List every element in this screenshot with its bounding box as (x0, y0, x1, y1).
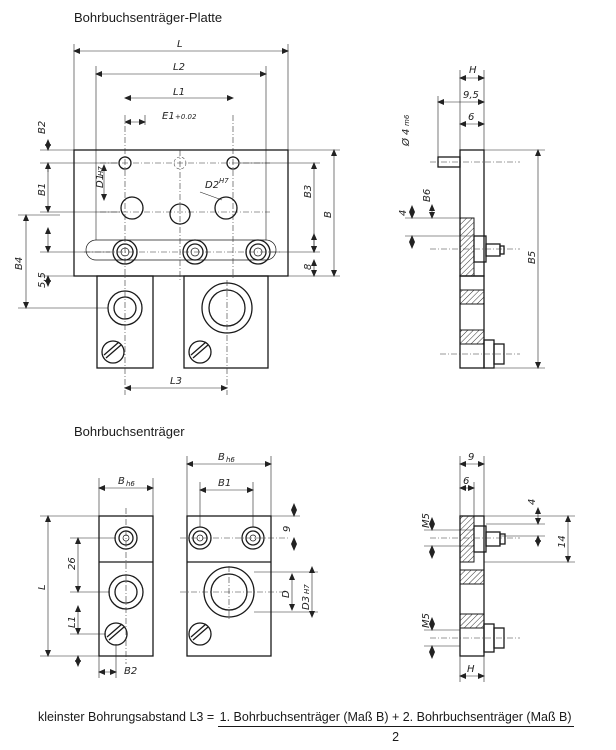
dim-D1-tolerance: H7 (97, 166, 105, 176)
plate-side-view (405, 70, 545, 369)
dim-L1-carrier: L1 (67, 616, 78, 628)
dim-B3: B3 (303, 185, 314, 198)
dim-E1-tolerance: +0.02 (175, 113, 197, 121)
carrier-heading: Bohrbuchsenträger (74, 424, 185, 439)
formula-fraction: 1. Bohrbuchsenträger (Maß B) + 2. Bohrbu… (217, 710, 574, 744)
carrier-front-view-small (40, 478, 154, 678)
dim-B5: B5 (527, 251, 538, 264)
dim-H-plate: H (469, 65, 477, 76)
d1-hole-right (226, 156, 240, 170)
carrier-side-view (424, 456, 575, 682)
dim-B2-carrier: B2 (124, 666, 137, 677)
dim-L-carrier: L (37, 584, 48, 590)
dim-E1: E1 (162, 111, 175, 122)
dim-Bh6-small-sub: h6 (126, 480, 135, 488)
dim-B6: B6 (422, 189, 433, 202)
technical-drawing: L L2 L1 E1 +0.02 L3 B2 B1 B4 5,5 D1 H7 D… (14, 39, 575, 682)
dim-D3: D3 (301, 596, 312, 610)
dim-M5-bottom: M5 (421, 613, 432, 628)
dim-D: D (281, 590, 292, 598)
dim-B1-plate: B1 (37, 183, 48, 196)
slot-screw-2 (182, 239, 208, 265)
slot-screw-1 (112, 239, 138, 265)
center-pin-hole (173, 156, 187, 170)
d2-hole-center (169, 203, 191, 225)
dim-L2: L2 (173, 62, 185, 73)
dim-L1: L1 (173, 87, 185, 98)
dim-4-plate: 4 (398, 210, 409, 216)
dim-D2-tolerance: H7 (219, 177, 229, 185)
dim-H-side: H (467, 664, 475, 675)
plate-body (73, 149, 289, 277)
d1-hole-left (118, 156, 132, 170)
dim-M5-top: M5 (421, 513, 432, 528)
dim-L3-plate: L3 (170, 376, 182, 387)
dim-D1: D1 (95, 174, 106, 188)
dim-8: 8 (303, 264, 314, 270)
attached-carrier-2 (183, 275, 269, 395)
formula-numerator: 1. Bohrbuchsenträger (Maß B) + 2. Bohrbu… (217, 710, 574, 727)
dim-9-carrier: 9 (282, 526, 293, 532)
dim-phi4-tolerance: m6 (403, 114, 411, 126)
dim-14: 14 (557, 535, 568, 548)
carrier-front-view-large (180, 456, 318, 657)
dim-4-side: 4 (527, 499, 538, 505)
plate-front-view (18, 44, 340, 395)
plate-heading: Bohrbuchsenträger-Platte (74, 10, 223, 25)
dim-9-5: 9,5 (463, 90, 479, 101)
min-spacing-formula: kleinster Bohrungsabstand L3 = 1. Bohrbu… (38, 710, 574, 744)
dim-L: L (177, 39, 183, 50)
dim-D2: D2 (205, 180, 219, 191)
d2-hole-right (214, 196, 238, 220)
dim-6-side: 6 (463, 476, 469, 487)
formula-lhs: kleinster Bohrungsabstand L3 = (38, 710, 215, 724)
dim-B4: B4 (14, 257, 25, 270)
dim-6-plate: 6 (468, 112, 474, 123)
dim-26: 26 (67, 557, 78, 570)
dim-D3-tolerance: H7 (303, 584, 311, 594)
formula-denominator: 2 (392, 730, 400, 744)
d2-hole-left (120, 196, 144, 220)
dim-B2-plate: B2 (37, 121, 48, 134)
dim-5-5: 5,5 (37, 272, 48, 288)
dim-9-side: 9 (468, 452, 474, 463)
dim-Bh6-large-sub: h6 (226, 456, 235, 464)
attached-carrier-1 (96, 275, 154, 395)
dim-phi4: Ø 4 (400, 129, 412, 147)
dim-Bh6-small: B (118, 476, 125, 487)
dim-B-plate: B (323, 211, 334, 218)
dim-B1-carrier: B1 (218, 478, 231, 489)
dim-Bh6-large: B (218, 452, 225, 463)
